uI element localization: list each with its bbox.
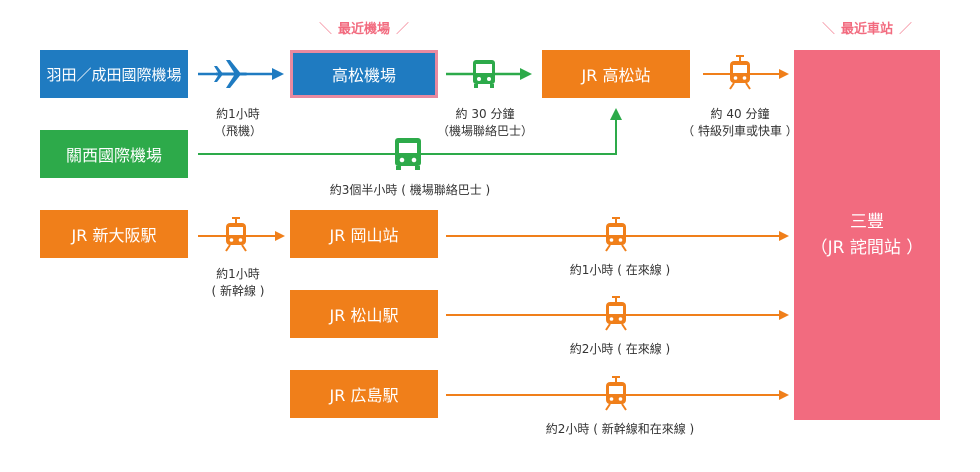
destination-station: （JR 詫間站 ） — [810, 238, 924, 258]
bus-label: 約 30 分鐘 （機場聯絡巴士） — [436, 107, 533, 138]
train-icon — [225, 217, 247, 252]
train-icon — [605, 217, 627, 252]
kansai-route-label: 約3個半小時 ( 機場聯絡巴士 ) — [329, 183, 491, 197]
nearest-airport-tag: ＼最近機場／ — [318, 22, 410, 37]
node-kansai: 關西國際機場 — [40, 130, 188, 178]
node-haneda-narita: 羽田／成田國際機場 — [40, 50, 188, 98]
node-takamatsu-airport: 高松機場 — [290, 50, 438, 98]
node-matsuyama: JR 松山駅 — [290, 290, 438, 338]
node-jr-takamatsu: JR 高松站 — [542, 50, 690, 98]
train-icon — [605, 376, 627, 411]
okayama-route-label: 約1小時 ( 在來線 ) — [569, 263, 671, 277]
train-icon — [729, 55, 751, 90]
node-hiroshima: JR 広島駅 — [290, 370, 438, 418]
bus-icon — [473, 60, 495, 88]
flight-label: 約1小時 （飛機） — [213, 107, 262, 138]
airplane-icon — [214, 60, 248, 88]
express-label: 約 40 分鐘 （ 特級列車或快車 ） — [682, 107, 798, 138]
kansai-bus-line — [198, 108, 622, 155]
destination-name: 三豐 — [850, 212, 884, 232]
matsuyama-route-label: 約2小時 ( 在來線 ) — [569, 342, 671, 356]
nearest-station-tag: ＼最近車站／ — [821, 22, 913, 37]
node-destination: 三豐 （JR 詫間站 ） — [794, 50, 940, 420]
train-icon — [605, 296, 627, 331]
node-okayama: JR 岡山站 — [290, 210, 438, 258]
shinkansen-label: 約1小時 ( 新幹線 ) — [211, 267, 265, 298]
hiroshima-route-label: 約2小時 ( 新幹線和在來線 ) — [545, 422, 695, 436]
bus-icon — [395, 138, 421, 170]
node-shin-osaka: JR 新大阪駅 — [40, 210, 188, 258]
